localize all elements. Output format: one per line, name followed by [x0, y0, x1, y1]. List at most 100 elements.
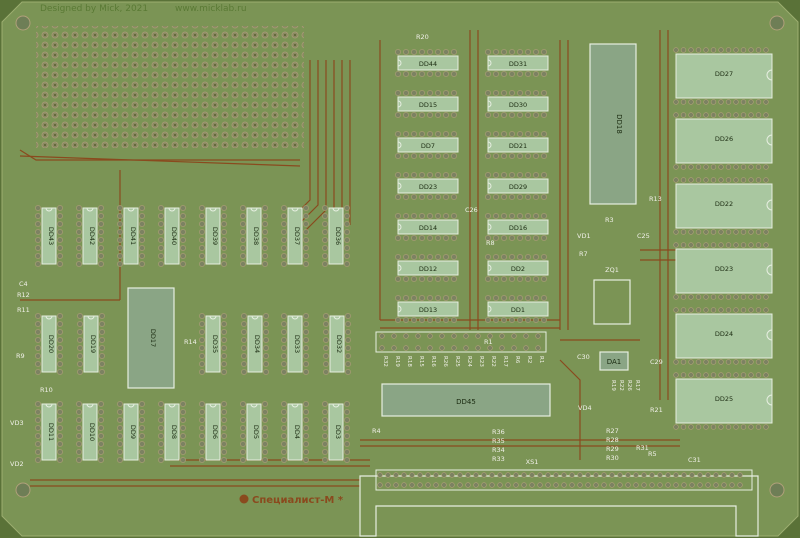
- resistor-label: R19: [394, 356, 400, 367]
- prototype-pad-area: [36, 26, 304, 148]
- chip-dd43: DD43: [35, 205, 63, 267]
- chip-dd7-label: DD7: [421, 142, 435, 150]
- chip-dd20: DD20: [35, 313, 63, 375]
- connector-xs1: XS1: [359, 458, 759, 537]
- label-vd1: VD1: [577, 232, 591, 240]
- label-c30: C30: [577, 353, 590, 361]
- label-r36: R36: [492, 428, 505, 436]
- chip-dd21: DD21: [485, 131, 549, 159]
- resistor-label: R25: [454, 356, 460, 367]
- label-r35: R35: [492, 437, 505, 445]
- chip-dd14-label: DD14: [419, 224, 437, 232]
- url-text: www.micklab.ru: [175, 4, 247, 14]
- label-r10: R10: [40, 386, 53, 394]
- board-title: Специалист-М *: [252, 495, 344, 506]
- chip-dd41: DD41: [117, 205, 145, 267]
- chip-dd18-label: DD18: [615, 114, 623, 134]
- chip-dd40-label: DD40: [170, 227, 178, 245]
- chip-dd14: DD14: [395, 213, 459, 241]
- chip-dd17: DD17: [127, 287, 175, 389]
- chip-right-label: DD27: [715, 70, 733, 78]
- label-c26: C26: [465, 206, 478, 214]
- chip-dd43-label: DD43: [47, 227, 55, 245]
- chip-dd2-label: DD2: [511, 265, 525, 273]
- label-r5: R5: [648, 450, 657, 458]
- label-r12: R12: [17, 291, 30, 299]
- resistor-label: R6: [514, 356, 520, 364]
- chip-dd12-label: DD12: [419, 265, 437, 273]
- mounting-holes: [15, 15, 785, 498]
- component-labels: C4 R12 R11 R9 R10 VD3 VD2 R14 R4 R20 C26…: [10, 33, 701, 468]
- chip-dd40: DD40: [158, 205, 186, 267]
- label-c31: C31: [688, 456, 701, 464]
- label-vd3: VD3: [10, 419, 24, 427]
- resistor-label: R26: [442, 356, 448, 367]
- chip-dd44-label: DD44: [419, 60, 437, 68]
- resistor-label: R15: [418, 356, 424, 367]
- chip-right-label: DD24: [715, 330, 733, 338]
- chip-dd9: DD9: [117, 401, 145, 463]
- label-vd2: VD2: [10, 460, 24, 468]
- chip-dd45: DD45: [381, 383, 551, 417]
- chip-dd37: DD37: [281, 205, 309, 267]
- chip-dd16: DD16: [485, 213, 549, 241]
- chip-dd10: DD10: [76, 401, 104, 463]
- designer-text: Designed by Mick, 2021: [40, 4, 148, 14]
- chip-dd19: DD19: [77, 313, 105, 375]
- chip-dd31-label: DD31: [509, 60, 527, 68]
- resistor-label: R26: [626, 380, 632, 391]
- resistor-label: R24: [466, 356, 472, 367]
- chip-right-label: DD22: [715, 200, 733, 208]
- chip-right-dd26: DD26: [673, 112, 773, 170]
- label-r33: R33: [492, 455, 505, 463]
- chip-dd35: DD35: [199, 313, 227, 375]
- chip-dd42-label: DD42: [88, 227, 96, 245]
- chip-dd8: DD8: [158, 401, 186, 463]
- label-c29: C29: [650, 358, 663, 366]
- chip-dd11: DD11: [35, 401, 63, 463]
- chip-dd3-label: DD3: [334, 425, 342, 439]
- label-r34: R34: [492, 446, 505, 454]
- label-r7: R7: [579, 250, 588, 258]
- chip-dd23-label: DD23: [419, 183, 437, 191]
- chip-dd30: DD30: [485, 90, 549, 118]
- chip-dd6-label: DD6: [211, 425, 219, 439]
- label-r30: R30: [606, 454, 619, 462]
- resistor-label: R22: [618, 380, 624, 391]
- chip-dd39-label: DD39: [211, 227, 219, 245]
- chip-dd19-label: DD19: [89, 335, 97, 353]
- resistor-label: R23: [478, 356, 484, 367]
- chip-dd31: DD31: [485, 49, 549, 77]
- chip-dd23: DD23: [395, 172, 459, 200]
- chip-dd33-label: DD33: [293, 335, 301, 353]
- label-r14: R14: [184, 338, 197, 346]
- chip-right-dd25: DD25: [673, 372, 773, 430]
- resistor-label: R17: [502, 356, 508, 367]
- resistor-label: R22: [490, 356, 496, 367]
- chip-dd3: DD3: [322, 401, 350, 463]
- chip-dd29-label: DD29: [509, 183, 527, 191]
- label-r8: R8: [486, 239, 495, 247]
- label-xs1: XS1: [526, 458, 539, 466]
- chip-dd9-label: DD9: [129, 425, 137, 439]
- chip-right-dd23: DD23: [673, 242, 773, 300]
- chip-dd33: DD33: [281, 313, 309, 375]
- chip-dd29: DD29: [485, 172, 549, 200]
- chip-dd36: DD36: [322, 205, 350, 267]
- chip-right-label: DD26: [715, 135, 733, 143]
- chip-dd38-label: DD38: [252, 227, 260, 245]
- chip-da1: DA1: [599, 351, 629, 371]
- chip-dd35-label: DD35: [211, 335, 219, 353]
- chip-dd45-label: DD45: [456, 398, 476, 406]
- chip-dd5: DD5: [240, 401, 268, 463]
- chip-dd1: DD1: [485, 295, 549, 323]
- chip-dd15-label: DD15: [419, 101, 437, 109]
- chip-right-dd24: DD24: [673, 307, 773, 365]
- label-r11: R11: [17, 306, 30, 314]
- label-vd4: VD4: [578, 404, 592, 412]
- chip-right-dd22: DD22: [673, 177, 773, 235]
- chip-dd5-label: DD5: [252, 425, 260, 439]
- label-r28: R28: [606, 436, 619, 444]
